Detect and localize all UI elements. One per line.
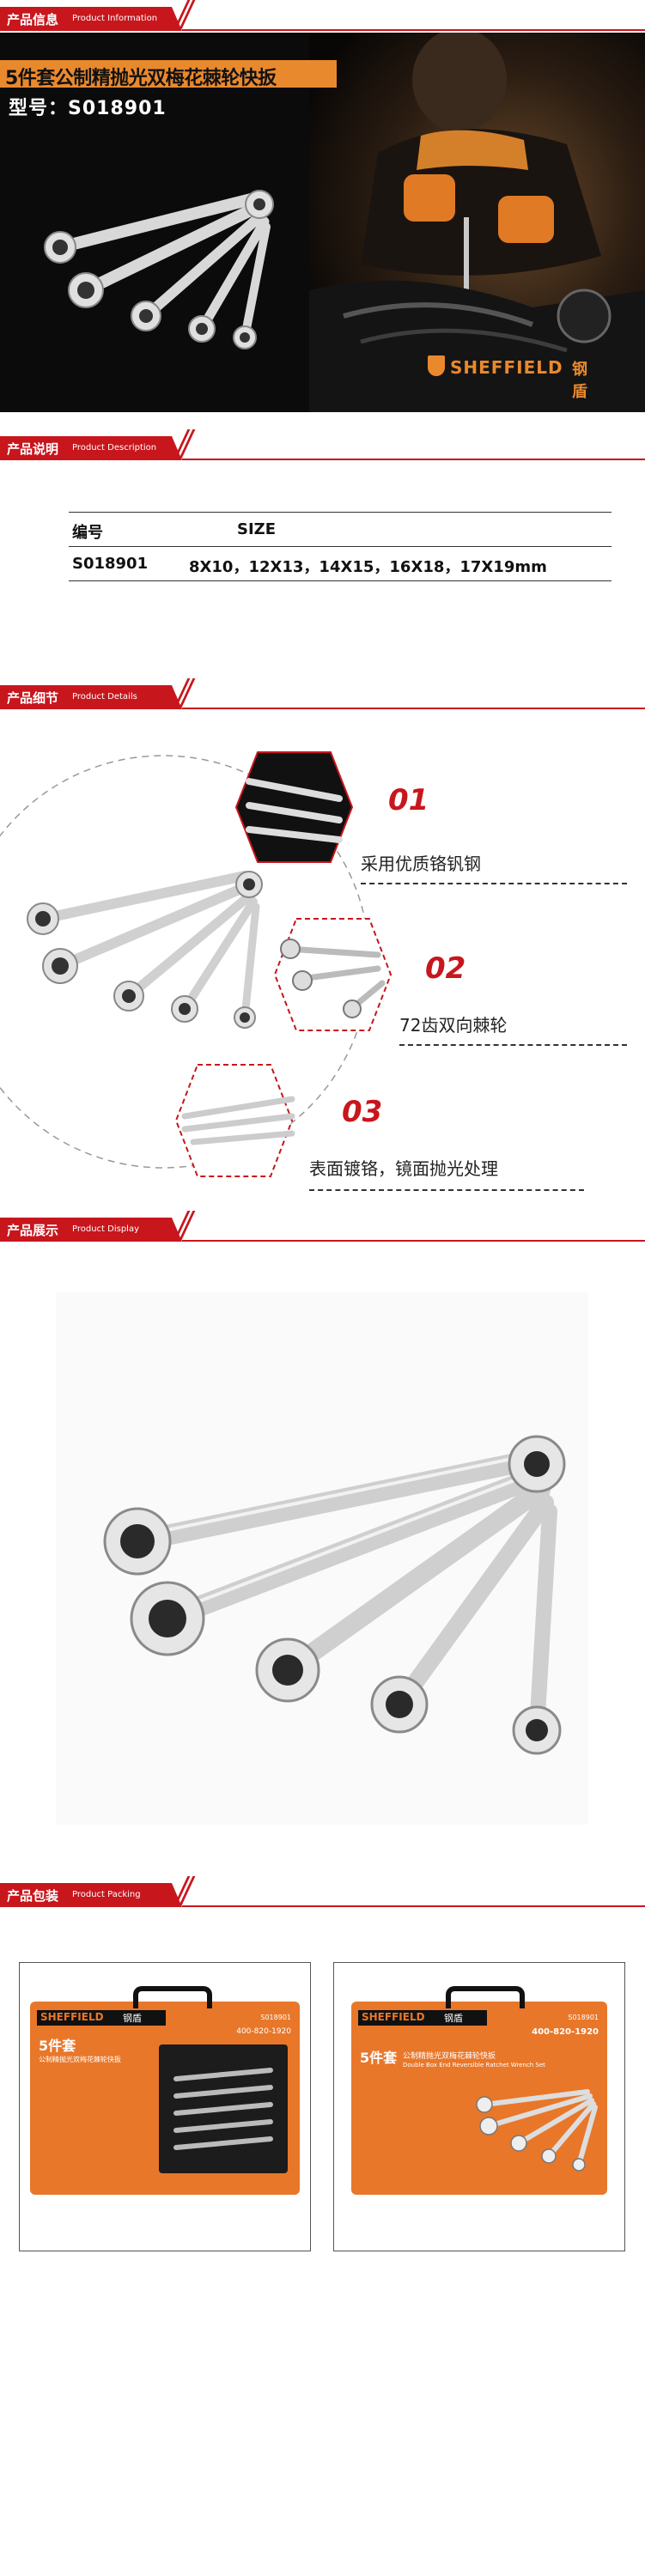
box-title: 5件套 [39,2038,76,2054]
shield-icon [428,355,445,376]
feature-number: 01 [388,783,429,817]
table-rule [69,580,612,581]
box-brand: SHEFFIELD [362,2011,425,2023]
section-header-info: 产品信息 Product Information [0,0,645,33]
box-handle [133,1986,212,2008]
header-size: SIZE [237,520,277,538]
wrench-set-image [44,190,274,349]
cell-code: S018901 [72,555,149,573]
feature-text: 表面镀铬，镜面抛光处理 [309,1158,498,1179]
feature-text: 采用优质铬钒钢 [361,854,481,874]
section-title-en: Product Description [72,443,157,453]
section-header-packing: 产品包装 Product Packing [0,1876,645,1909]
hero-title-bar: 5件套公制精抛光双梅花棘轮快扳 [0,60,337,89]
product-model: 型号：S018901 [9,98,167,119]
dashed-divider [309,1189,584,1191]
feature-text: 72齿双向棘轮 [399,1015,508,1036]
mechanic-image [309,33,645,412]
dashed-divider [361,883,627,884]
box-wrench-graphic [476,2089,598,2172]
box-phone: 400-820-1920 [236,2027,291,2036]
box-brand: SHEFFIELD [40,2011,104,2023]
box-title: 5件套 [360,2050,398,2066]
section-tab: 产品说明 Product Description [0,436,182,460]
box-brand-cn: 钢盾 [123,2013,142,2024]
section-header-details: 产品细节 Product Details [0,678,645,711]
section-title-zh: 产品信息 [7,12,59,27]
section-tab: 产品包装 Product Packing [0,1883,182,1907]
box-label: SHEFFIELD 钢盾 [358,2010,487,2026]
section-title-en: Product Details [72,692,137,702]
section-header-description: 产品说明 Product Description [0,429,645,462]
box-label: SHEFFIELD 钢盾 [37,2010,166,2026]
section-tab: 产品展示 Product Display [0,1218,182,1242]
header-code: 编号 [72,524,103,542]
section-title-en: Product Information [72,14,158,23]
box-tray [159,2044,288,2173]
box-code: S018901 [568,2014,599,2021]
packing-photo-closed: SHEFFIELD 钢盾 S018901 400-820-1920 5件套 公制… [333,1962,625,2251]
box-brand-cn: 钢盾 [444,2013,463,2024]
cell-size: 8X10，12X13，14X15，16X18，17X19mm [189,558,547,576]
section-tab: 产品信息 Product Information [0,7,182,31]
stripe-decoration [173,1876,196,1907]
divider-line [182,1240,645,1242]
section-title-zh: 产品说明 [7,441,59,457]
brand-name-cn: 钢盾 [572,361,587,401]
table-rule [69,512,612,513]
box-phone: 400-820-1920 [532,2027,599,2037]
box-subtitle: 公制精抛光双梅花棘轮快扳 [403,2052,496,2061]
section-title-en: Product Display [72,1224,140,1234]
divider-line [182,708,645,709]
divider-line [182,459,645,460]
section-tab: 产品细节 Product Details [0,685,182,709]
section-title-zh: 产品展示 [7,1223,59,1238]
section-header-display: 产品展示 Product Display [0,1211,645,1243]
box-handle [446,1986,525,2008]
stripe-decoration [173,678,196,709]
divider-line [182,29,645,31]
section-title-en: Product Packing [72,1890,141,1899]
box-en-title: Double Box End Reversible Ratchet Wrench… [403,2062,545,2069]
divider-line [182,1905,645,1907]
box-code: S018901 [260,2014,291,2021]
feature-number: 02 [425,951,466,986]
feature-number: 03 [342,1095,383,1129]
box-case: SHEFFIELD 钢盾 5件套 公制精抛光双梅花棘轮快扳 S018901 40… [30,1986,300,2195]
dashed-divider [399,1044,627,1046]
section-title-zh: 产品包装 [7,1888,59,1904]
box-case: SHEFFIELD 钢盾 S018901 400-820-1920 5件套 公制… [351,1986,607,2195]
packing-photo-open: SHEFFIELD 钢盾 5件套 公制精抛光双梅花棘轮快扳 S018901 40… [19,1962,311,2251]
wrench-display-image [103,1435,566,1755]
hero-banner: 5件套公制精抛光双梅花棘轮快扳 型号：S018901 SHEFFIELD 钢盾 [0,33,645,412]
details-illustration [0,751,392,1177]
table-rule [69,546,612,547]
stripe-decoration [173,1211,196,1242]
box-subtitle: 公制精抛光双梅花棘轮快扳 [39,2056,121,2063]
product-title: 5件套公制精抛光双梅花棘轮快扳 [5,68,277,89]
section-title-zh: 产品细节 [7,690,59,706]
stripe-decoration [173,429,196,460]
brand-name: SHEFFIELD [450,357,563,378]
tray-wrenches [173,2068,273,2150]
stripe-decoration [173,0,196,31]
